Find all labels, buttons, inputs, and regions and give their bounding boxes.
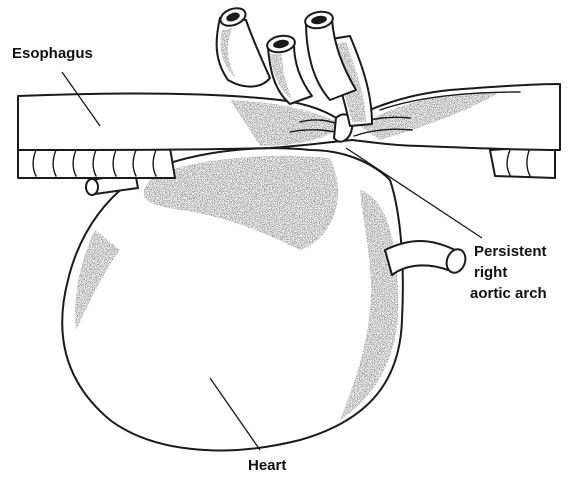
heart-label: Heart [248,457,286,474]
heart [62,148,403,450]
aortic-arch-label-line3: aortic arch [470,285,547,302]
right-vessel [385,241,469,275]
aortic-arch-label-line1: Persistent [474,243,547,260]
great-vessels [217,5,356,104]
aortic-arch-label-line2: right [474,264,507,281]
esophagus-label: Esophagus [12,45,93,62]
